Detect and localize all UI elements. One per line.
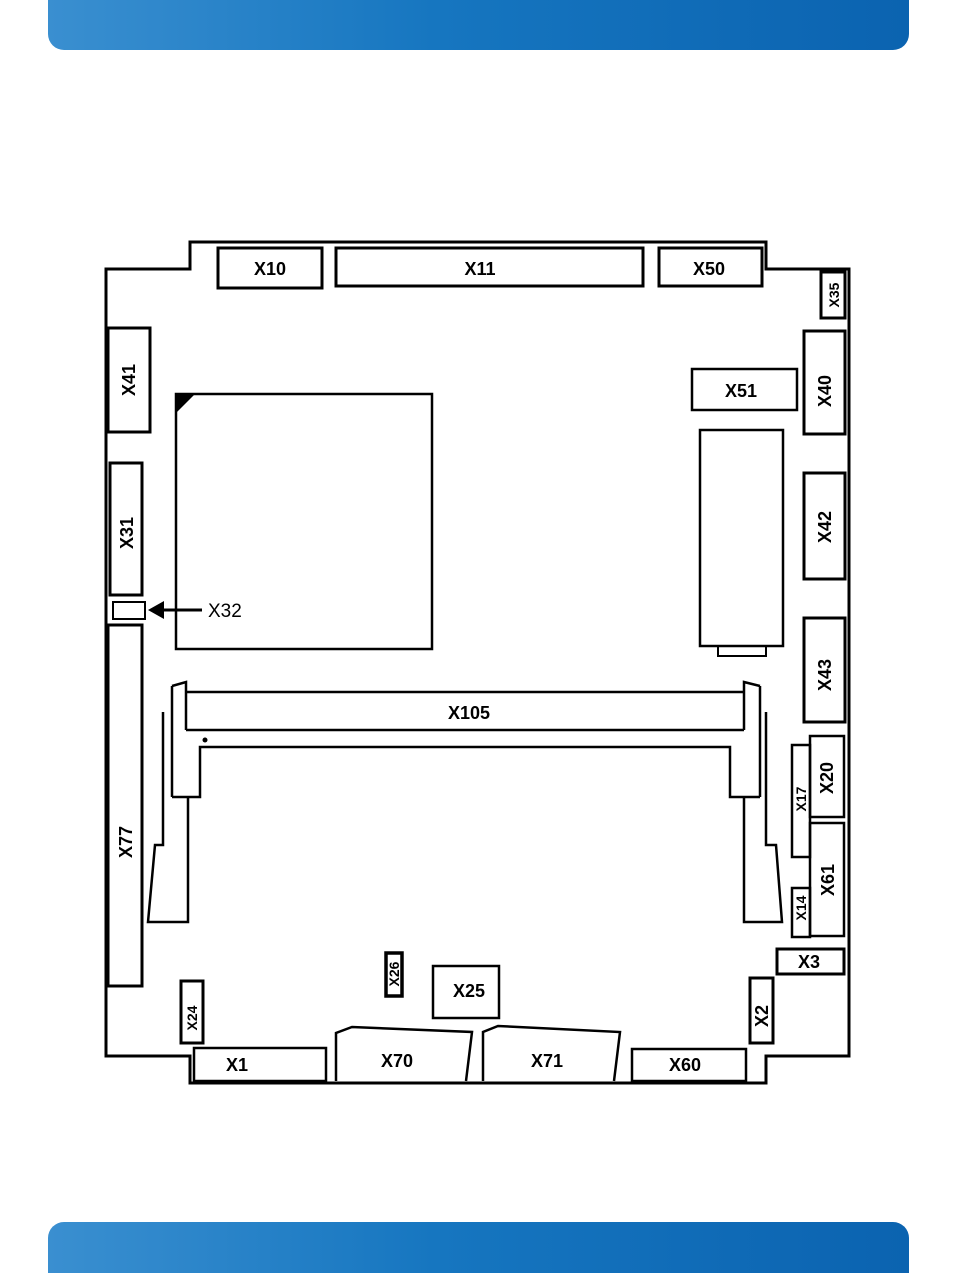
label-x40: X40 bbox=[815, 375, 835, 407]
label-x51: X51 bbox=[725, 381, 757, 401]
label-x2: X2 bbox=[752, 1005, 772, 1027]
label-x14: X14 bbox=[793, 895, 809, 920]
so-dimm-latch-right bbox=[744, 712, 782, 922]
label-x70: X70 bbox=[381, 1051, 413, 1071]
connector-x32 bbox=[113, 602, 145, 619]
battery-tab bbox=[718, 646, 766, 656]
label-x24: X24 bbox=[184, 1005, 200, 1030]
connector-x105 bbox=[172, 682, 760, 797]
processor-pin1-marker bbox=[176, 395, 194, 413]
label-x31: X31 bbox=[117, 517, 137, 549]
label-x77: X77 bbox=[116, 826, 136, 858]
label-x43: X43 bbox=[815, 659, 835, 691]
label-x26: X26 bbox=[386, 961, 402, 986]
label-x3: X3 bbox=[798, 952, 820, 972]
label-x35: X35 bbox=[826, 282, 842, 307]
connector-x1 bbox=[194, 1048, 326, 1081]
label-x41: X41 bbox=[119, 364, 139, 396]
label-x61: X61 bbox=[818, 864, 838, 896]
label-x1: X1 bbox=[226, 1055, 248, 1075]
label-x71: X71 bbox=[531, 1051, 563, 1071]
label-x10: X10 bbox=[254, 259, 286, 279]
label-x17: X17 bbox=[793, 786, 809, 811]
label-x11: X11 bbox=[464, 259, 495, 279]
label-x105: X105 bbox=[448, 703, 490, 723]
connector-x77 bbox=[108, 625, 142, 986]
label-x50: X50 bbox=[693, 259, 725, 279]
label-x60: X60 bbox=[669, 1055, 701, 1075]
socket-orientation-dot bbox=[203, 738, 208, 743]
so-dimm-latch-left bbox=[148, 712, 188, 922]
battery-holder bbox=[700, 430, 783, 646]
label-x25: X25 bbox=[453, 981, 485, 1001]
label-x32: X32 bbox=[208, 601, 242, 622]
label-x42: X42 bbox=[815, 511, 835, 543]
label-x20: X20 bbox=[817, 762, 837, 794]
